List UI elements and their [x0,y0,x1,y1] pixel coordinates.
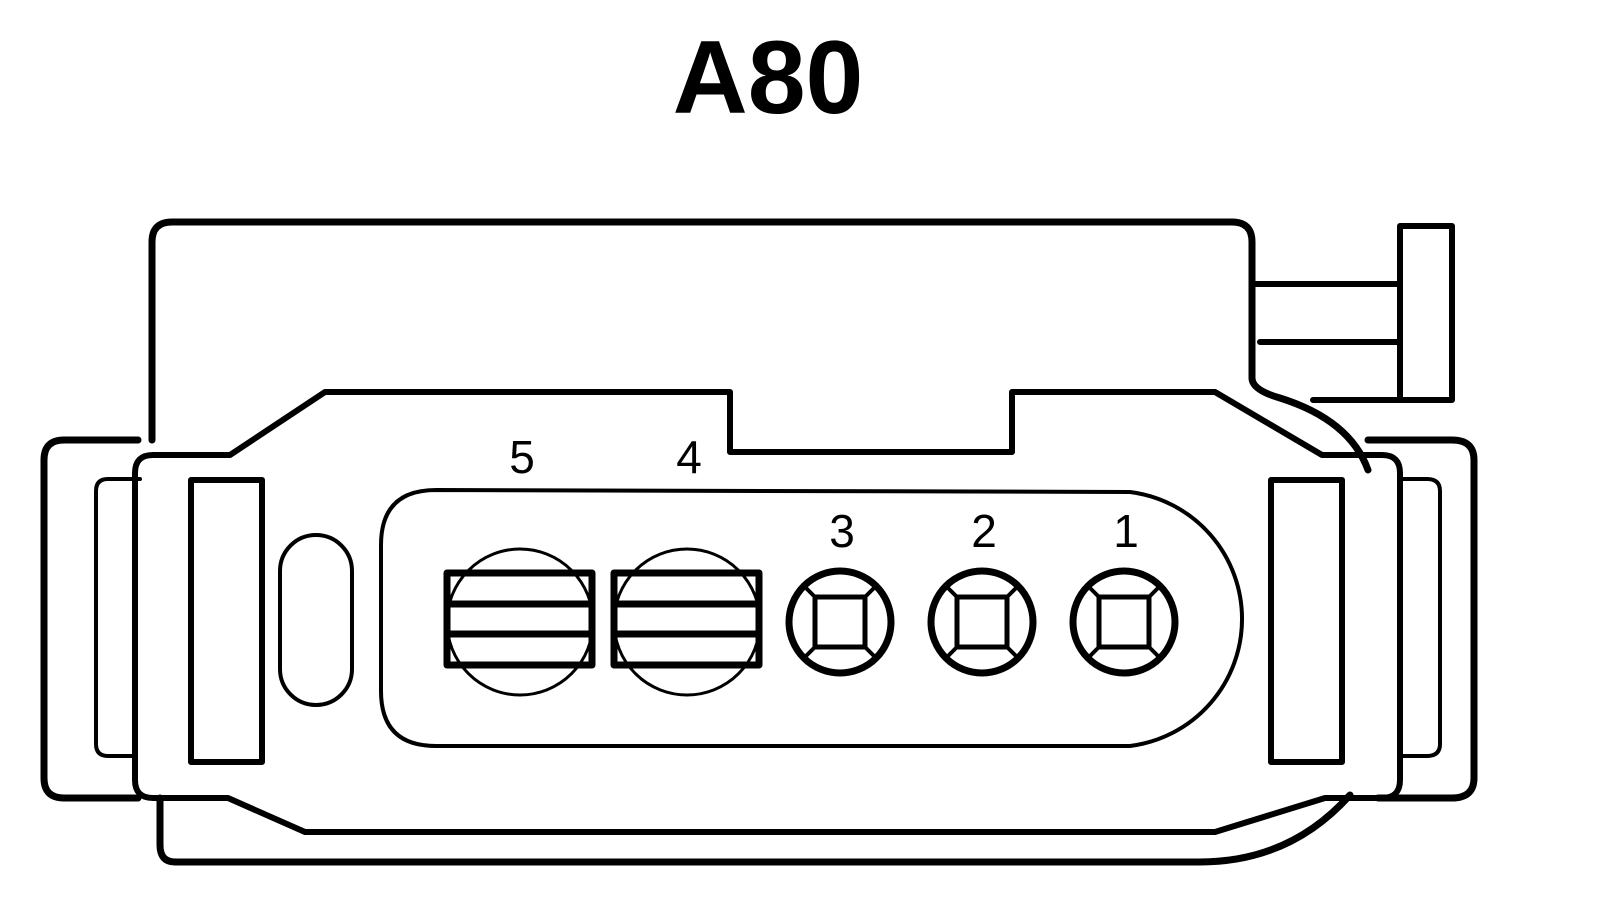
pin-3-corner-lines [803,585,877,659]
pin-4-terminal [610,547,763,697]
pin-1-terminal [1069,567,1179,677]
pin-2-cavity [927,567,1037,677]
connector-title: A80 [673,20,864,136]
terminal-cavity-area [379,488,1245,748]
pin-4-label: 4 [676,431,702,483]
pin-3-cavity [785,567,895,677]
pin-5-blade [443,569,596,669]
pin-4-blade [610,569,763,669]
locking-latch [1252,223,1455,403]
pin-2-square [954,594,1010,650]
left-lock-tab [188,477,265,765]
right-lock-tab [1268,477,1345,765]
pin-3-label: 3 [829,505,855,557]
polarization-slot [278,533,354,707]
pin-1-label: 1 [1113,505,1139,557]
pin-3-square [812,594,868,650]
pin-2-corner-lines [945,585,1019,659]
left-inner-wing [94,477,142,758]
pin-1-cavity [1069,567,1179,677]
right-inner-wing [1398,477,1442,758]
left-outer-wing [40,436,142,802]
right-outer-wing [1364,436,1478,802]
pin-2-label: 2 [971,505,997,557]
connector-rear-housing [148,218,1372,866]
pin-5-label: 5 [509,431,535,483]
pin-2-terminal [927,567,1037,677]
pin-1-corner-lines [1087,585,1161,659]
pin-3-terminal [785,567,895,677]
pin-5-terminal [443,547,596,697]
connector-front-face [132,389,1403,835]
pin-1-square [1096,594,1152,650]
